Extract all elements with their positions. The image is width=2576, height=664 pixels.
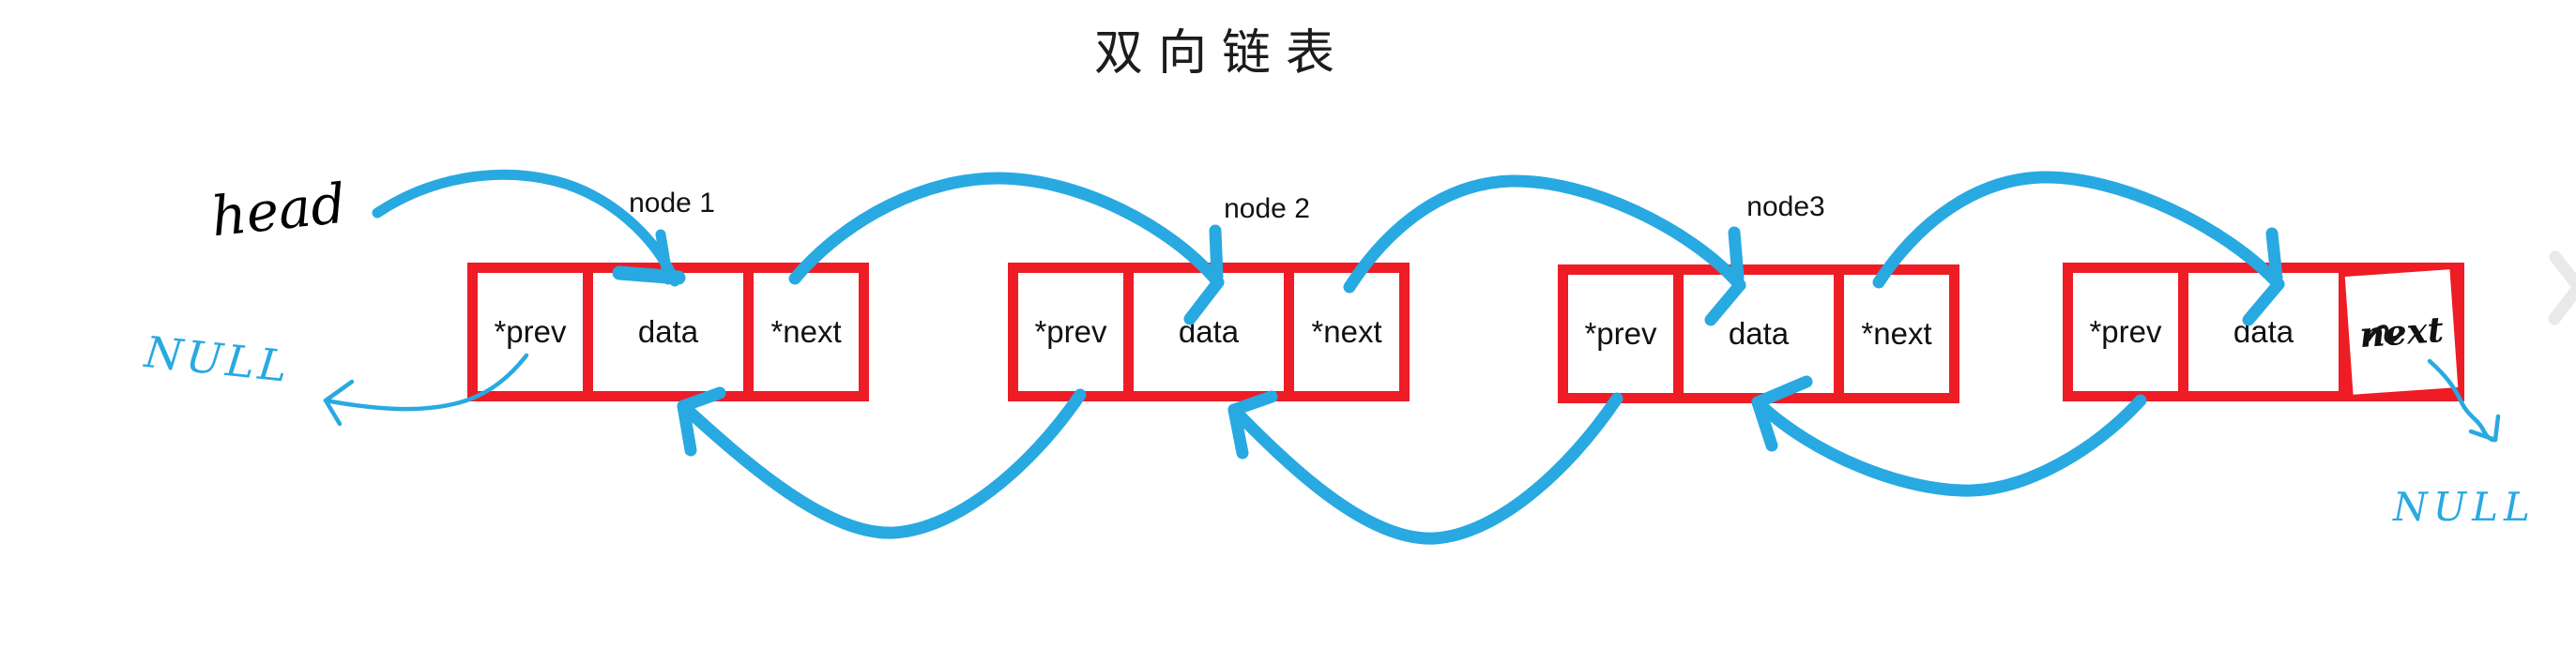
data-cell: data [593, 273, 743, 391]
prev-pointer-cell: *prev [2073, 273, 2178, 391]
prev-pointer-cell: *prev [478, 273, 583, 391]
linked-list-node-4: *prev data next [2063, 263, 2464, 401]
prev-pointer-cell: *prev [1568, 275, 1673, 393]
handwritten-next-label: next [2344, 269, 2459, 395]
prev-pointer-cell: *prev [1018, 273, 1123, 391]
node-label-1: node 1 [629, 188, 715, 219]
linked-list-node-2: *prev data *next [1008, 263, 1410, 401]
next-pointer-cell: *next [754, 273, 859, 391]
node-label-3: node3 [1746, 191, 1825, 222]
null-label-left: NULL [142, 325, 294, 393]
data-cell: data [1134, 273, 1284, 391]
null-label-right: NULL [2393, 484, 2536, 530]
arrow-node2-prev-to-node1 [677, 386, 1087, 539]
data-cell: data [1684, 275, 1834, 393]
data-cell: data [2188, 273, 2339, 391]
head-pointer-label: head [207, 171, 349, 249]
page-title: 双向链表 [1093, 26, 1350, 81]
arrow-node3-prev-to-node2 [1227, 390, 1623, 545]
next-pointer-cell: *next [1844, 275, 1949, 393]
node-label-2: node 2 [1224, 193, 1310, 224]
linked-list-node-1: *prev data *next [467, 263, 869, 401]
chevron-right-icon[interactable] [2548, 250, 2576, 325]
linked-list-node-3: *prev data *next [1558, 264, 1959, 403]
next-pointer-cell: *next [1294, 273, 1399, 391]
